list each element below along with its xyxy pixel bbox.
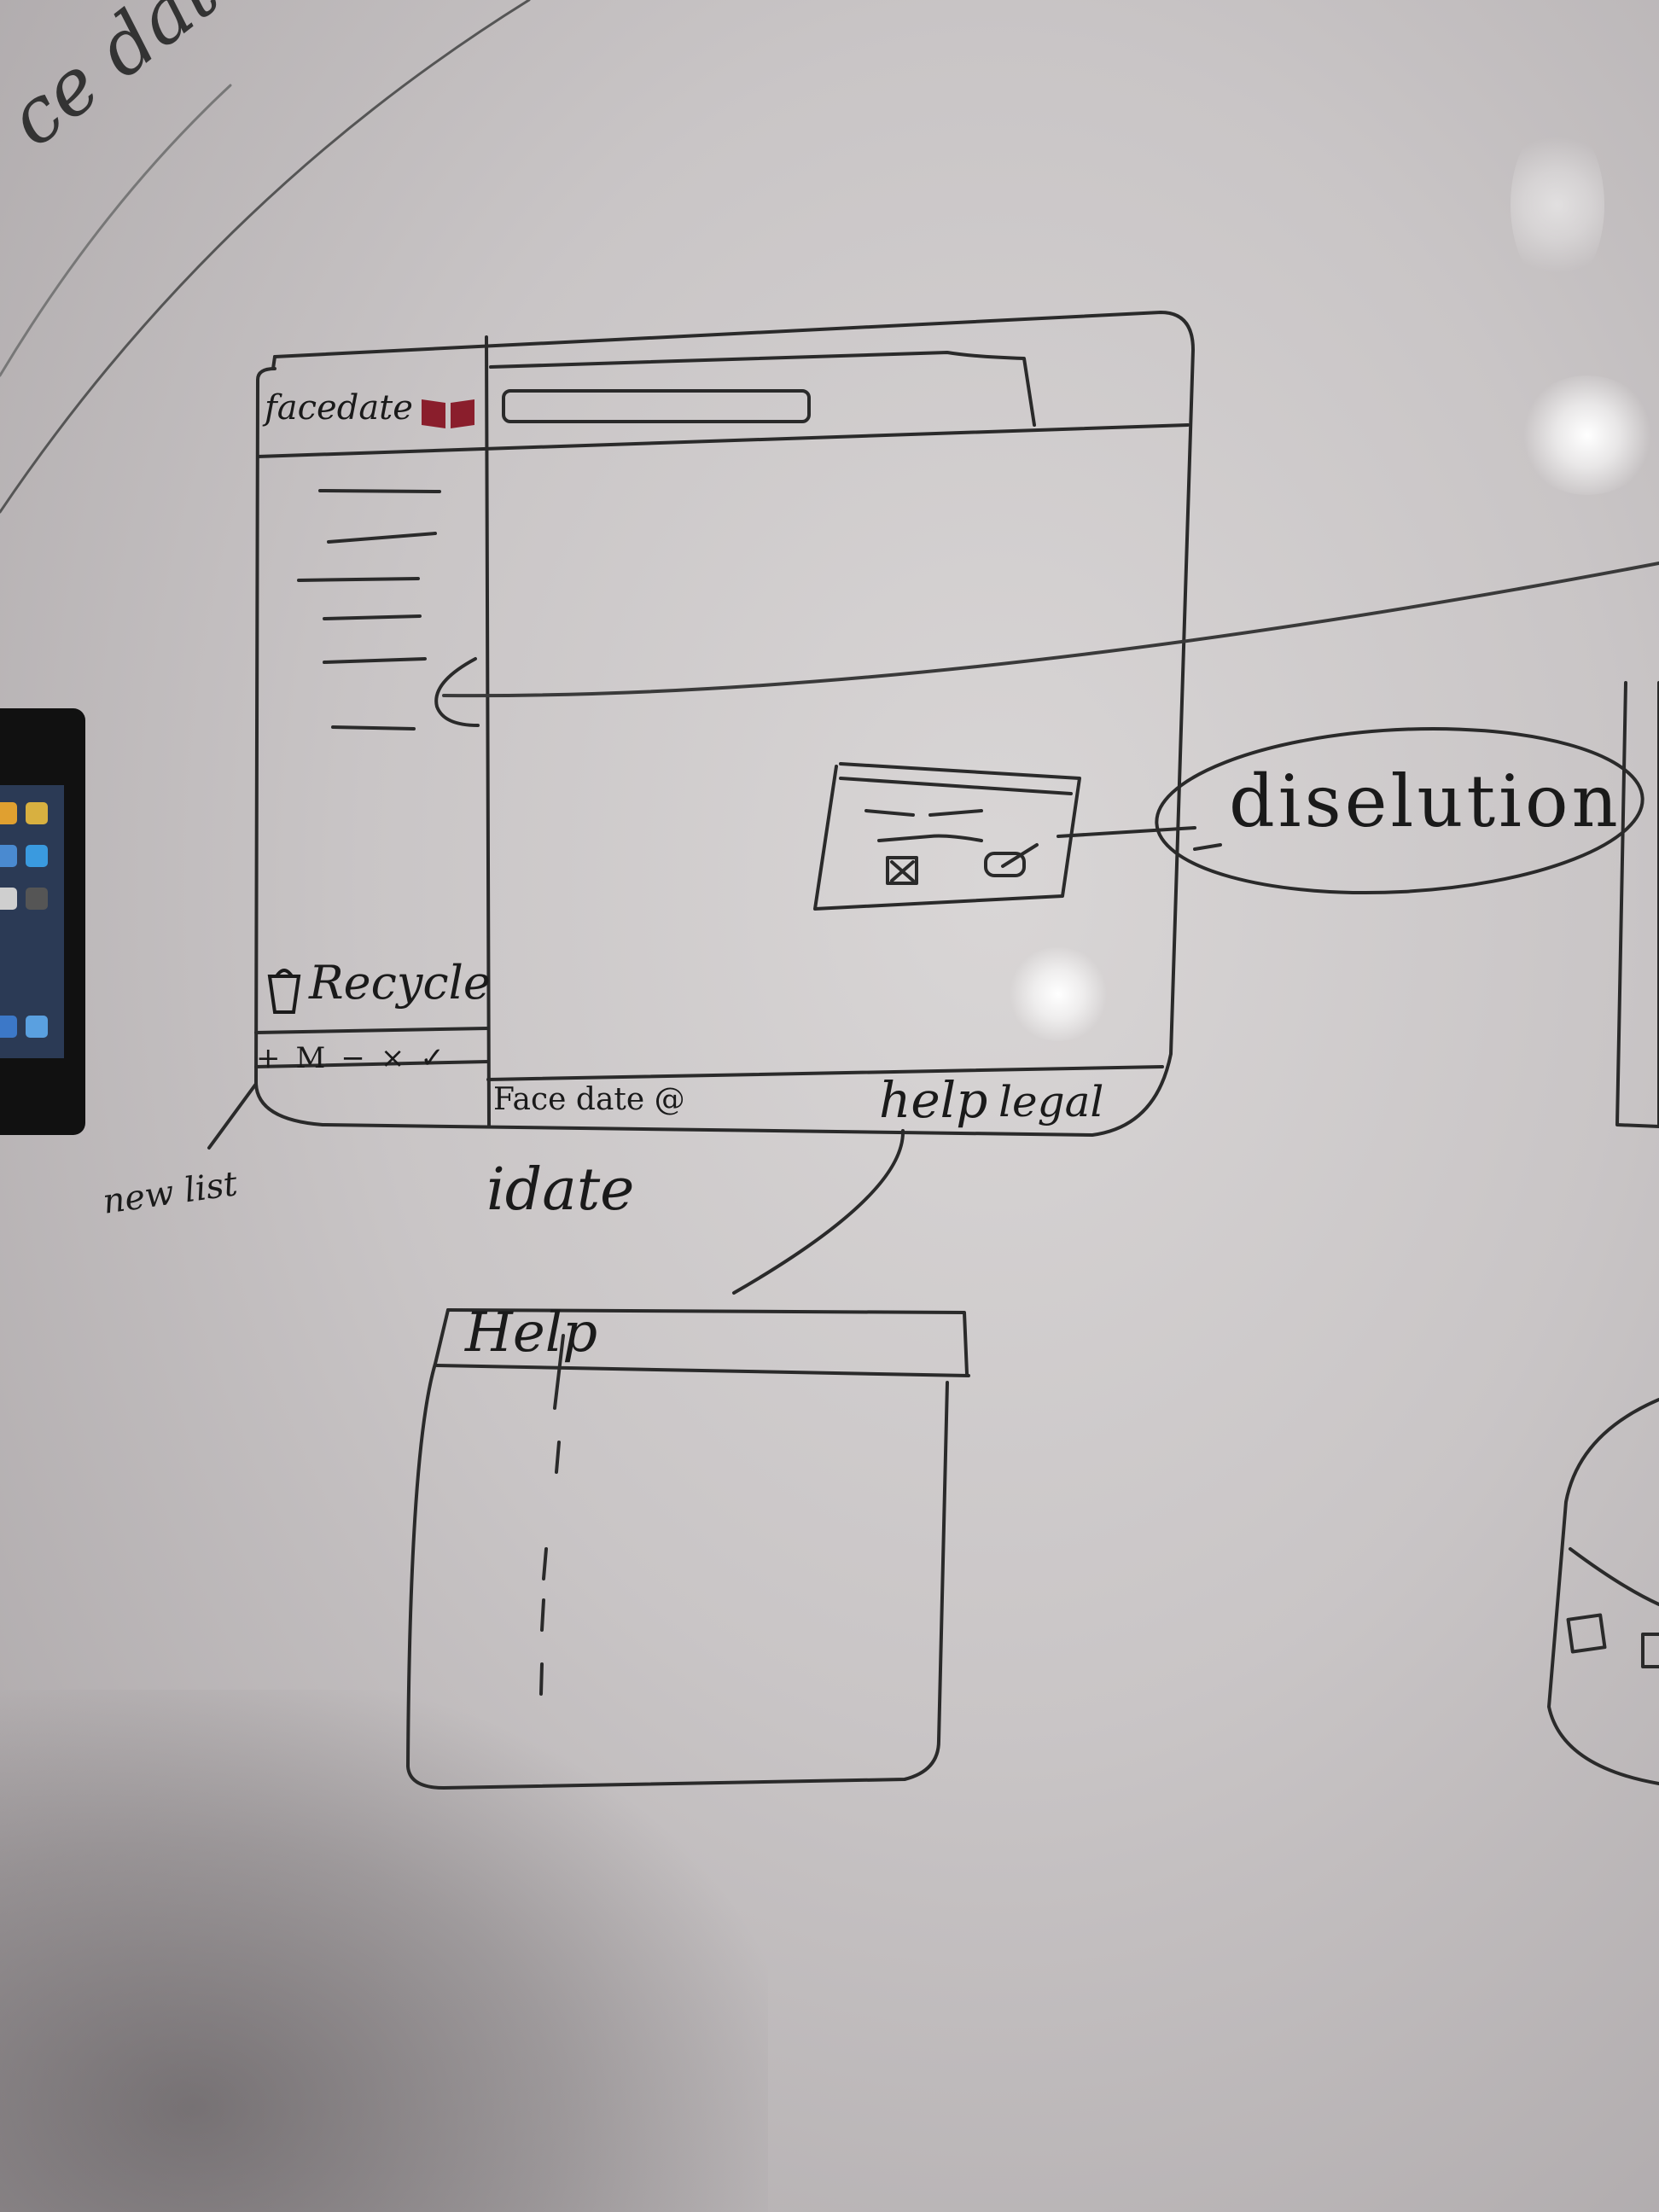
footer-legal-link[interactable]: legal (998, 1077, 1104, 1126)
list-toolbar: + M − × ✓ (256, 1039, 486, 1077)
idate-annotation: idate (486, 1156, 635, 1224)
book-icon (422, 399, 474, 428)
light-glare (1511, 119, 1604, 290)
phone-photo (0, 708, 85, 1135)
recycle-label[interactable]: Recycle (309, 956, 491, 1010)
search-input[interactable] (502, 389, 811, 423)
footer-help-link[interactable]: help (879, 1071, 988, 1129)
check-icon[interactable]: ✓ (420, 1041, 445, 1075)
callout-label: diselution (1229, 760, 1621, 843)
help-window-title: Help (465, 1301, 598, 1365)
close-icon[interactable]: × (380, 1041, 405, 1075)
phone-screen (0, 785, 64, 1058)
light-glare (1519, 375, 1656, 495)
merge-button[interactable]: M (295, 1041, 326, 1075)
recycle-bin-icon[interactable] (265, 964, 304, 1016)
light-glare (1007, 947, 1109, 1041)
add-list-button[interactable]: + (256, 1041, 281, 1075)
footer-copyright: Face date @ (493, 1082, 685, 1117)
remove-button[interactable]: − (341, 1041, 365, 1075)
camera-shadow (0, 1690, 768, 2212)
app-title: facedate (265, 388, 413, 428)
